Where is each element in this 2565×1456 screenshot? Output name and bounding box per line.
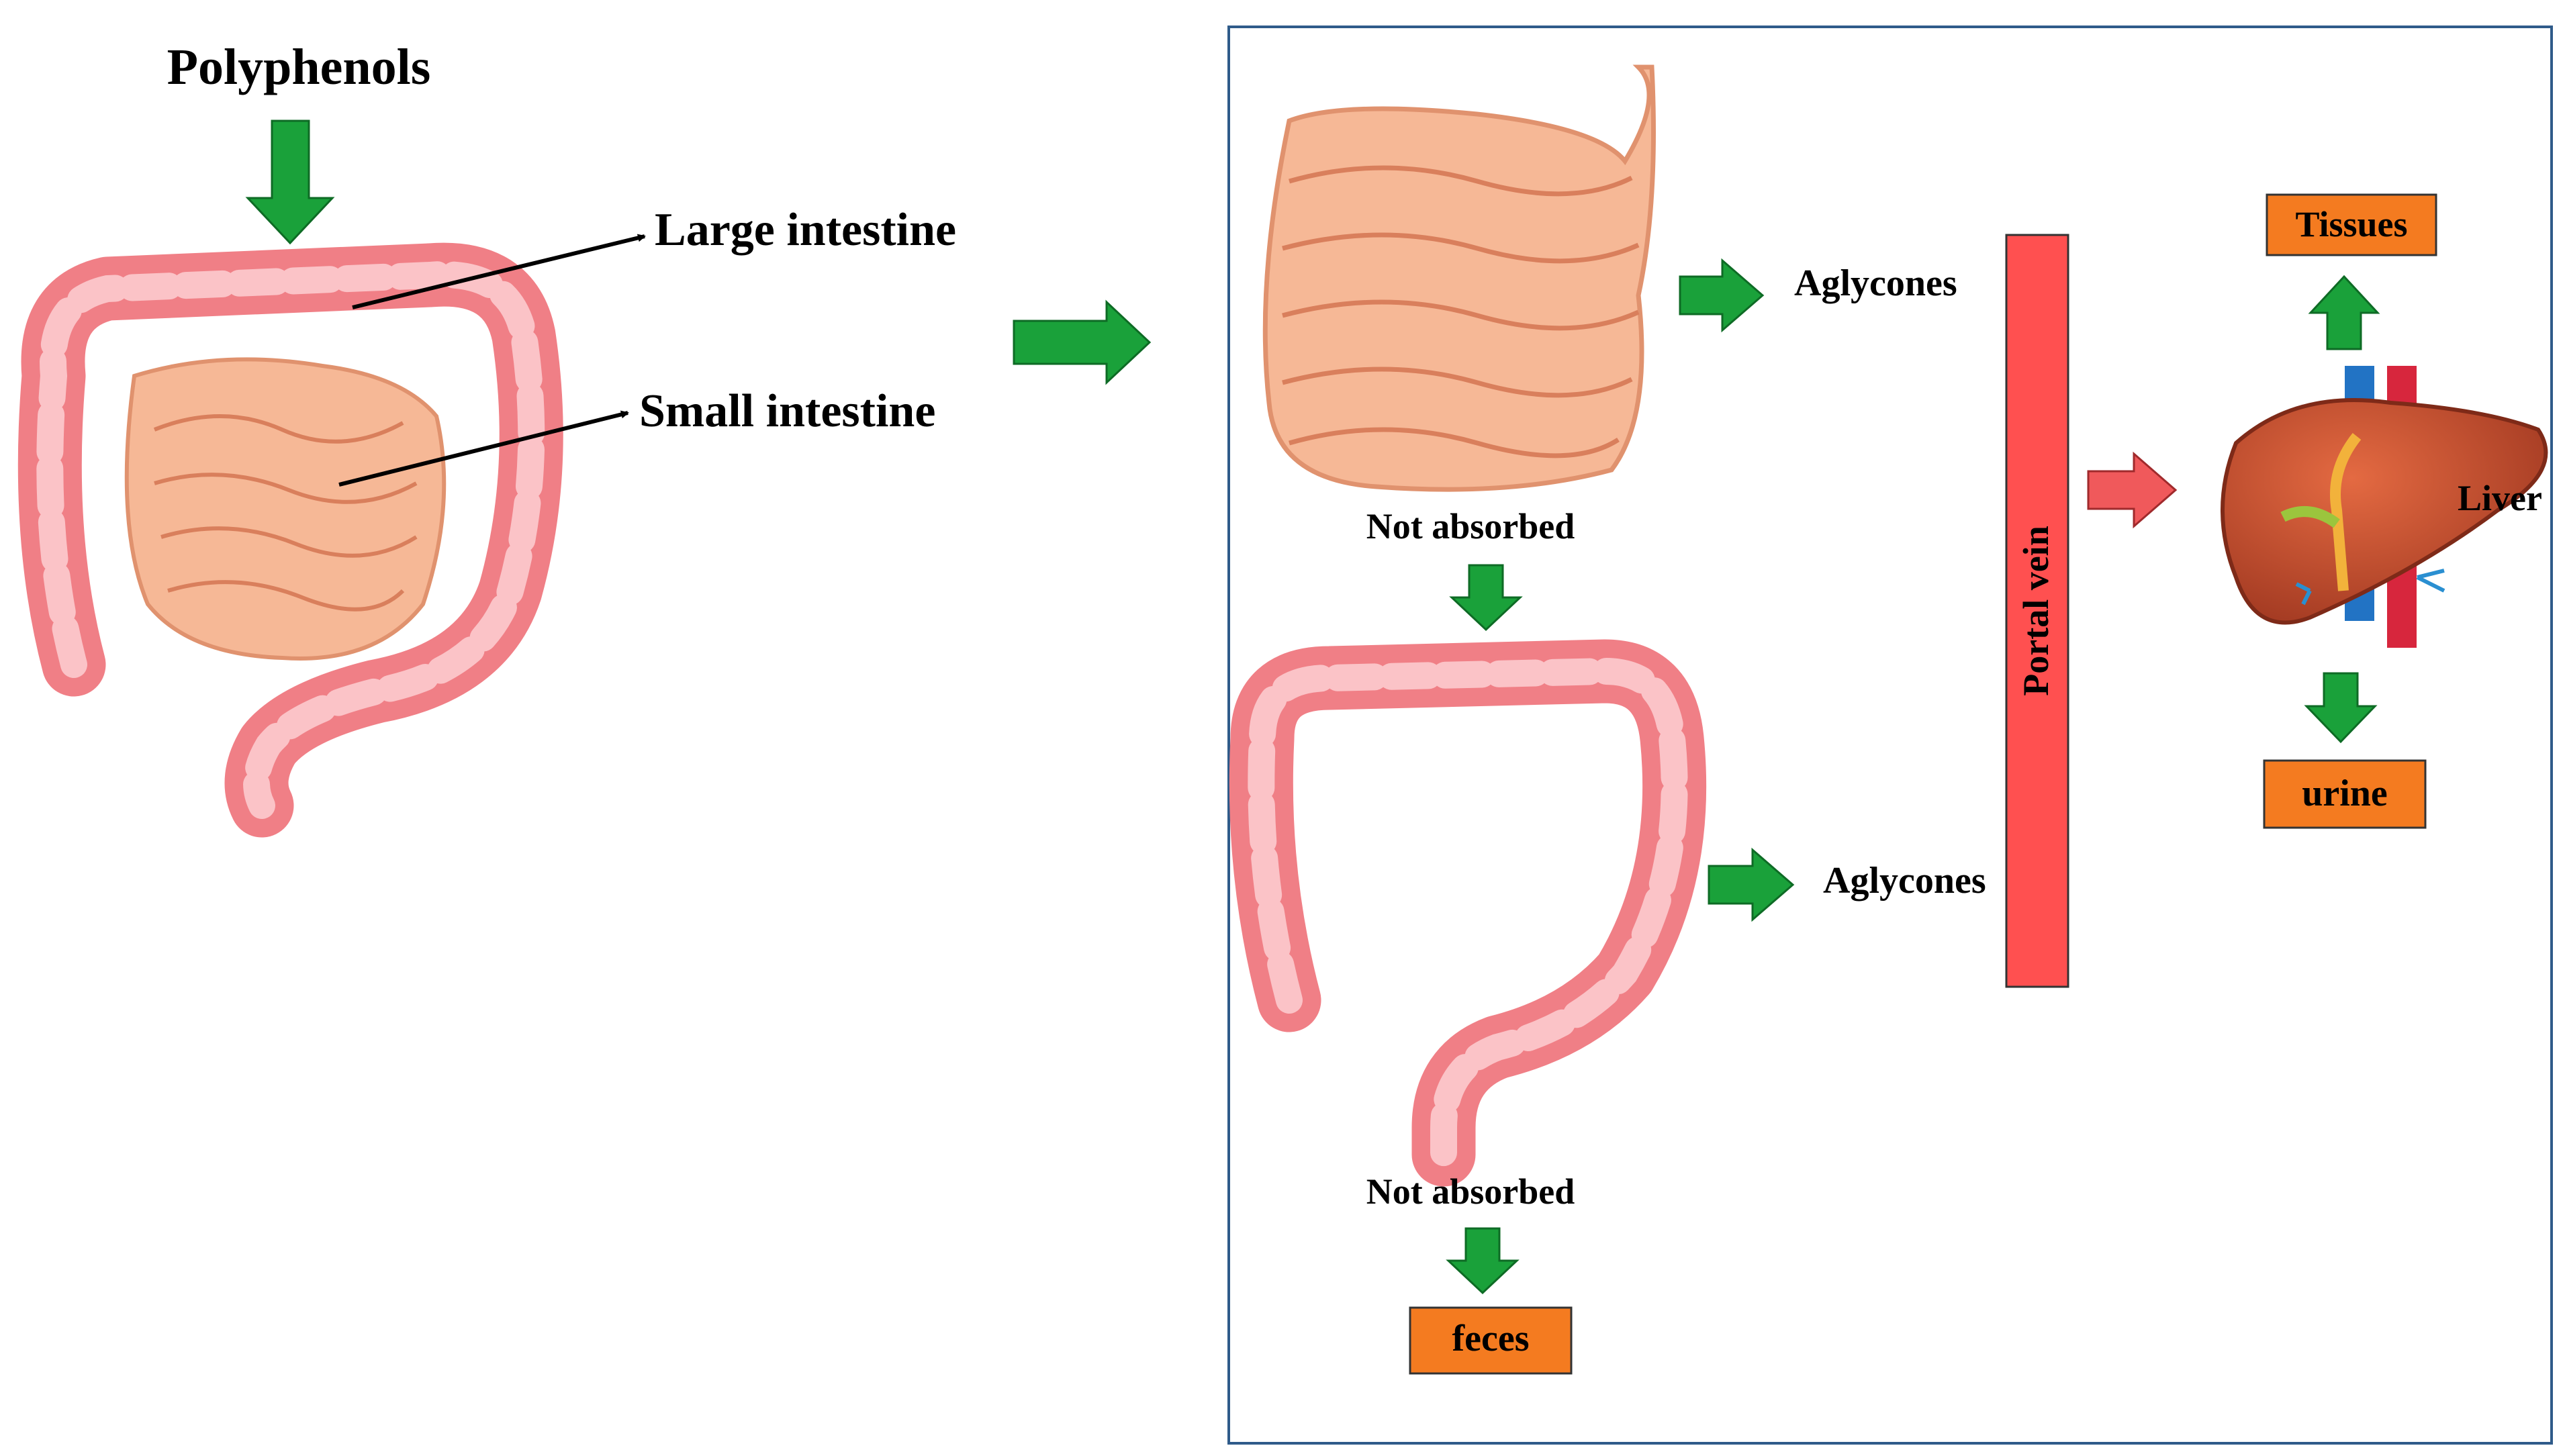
full-intestine-illustration <box>17 242 563 838</box>
aglycones-large-arrow <box>1708 847 1795 922</box>
portal-vein-bar <box>2005 234 2069 988</box>
not-absorbed-large-arrow <box>1446 1227 1520 1295</box>
polyphenols-label: Polyphenols <box>167 39 431 95</box>
feces-label: feces <box>1452 1318 1529 1359</box>
feces-box <box>1409 1306 1573 1375</box>
urine-label: urine <box>2302 773 2388 814</box>
small-intestine-detail <box>1262 64 1656 492</box>
portal-to-liver-arrow <box>2087 451 2178 529</box>
tissues-label: Tissues <box>2295 204 2407 244</box>
portal-vein-label: Portal vein <box>2016 526 2056 695</box>
polyphenols-down-arrow <box>245 119 335 245</box>
small-intestine-label: Small intestine <box>639 385 935 437</box>
not-absorbed-small-label: Not absorbed <box>1366 506 1575 546</box>
absorption-panel <box>1227 26 2553 1445</box>
small-intestine-illustration <box>124 357 447 661</box>
tissues-box <box>2266 193 2437 256</box>
aglycones-large-label: Aglycones <box>1823 860 1986 902</box>
large-intestine-detail <box>1229 639 1707 1187</box>
not-absorbed-large-label: Not absorbed <box>1366 1171 1575 1212</box>
liver-to-urine-arrow <box>2304 672 2378 744</box>
urine-box <box>2263 759 2427 829</box>
liver-label: Liver <box>2458 478 2542 518</box>
small-intestine-pointer <box>338 410 629 487</box>
not-absorbed-small-arrow <box>1449 564 1523 632</box>
large-intestine-label: Large intestine <box>655 204 956 256</box>
large-intestine-pointer <box>352 234 646 309</box>
aglycones-small-arrow <box>1679 258 1765 333</box>
process-right-arrow <box>1013 299 1152 385</box>
liver-to-tissues-arrow <box>2308 275 2380 350</box>
liver-illustration <box>2221 366 2548 648</box>
aglycones-small-label: Aglycones <box>1794 262 1957 304</box>
